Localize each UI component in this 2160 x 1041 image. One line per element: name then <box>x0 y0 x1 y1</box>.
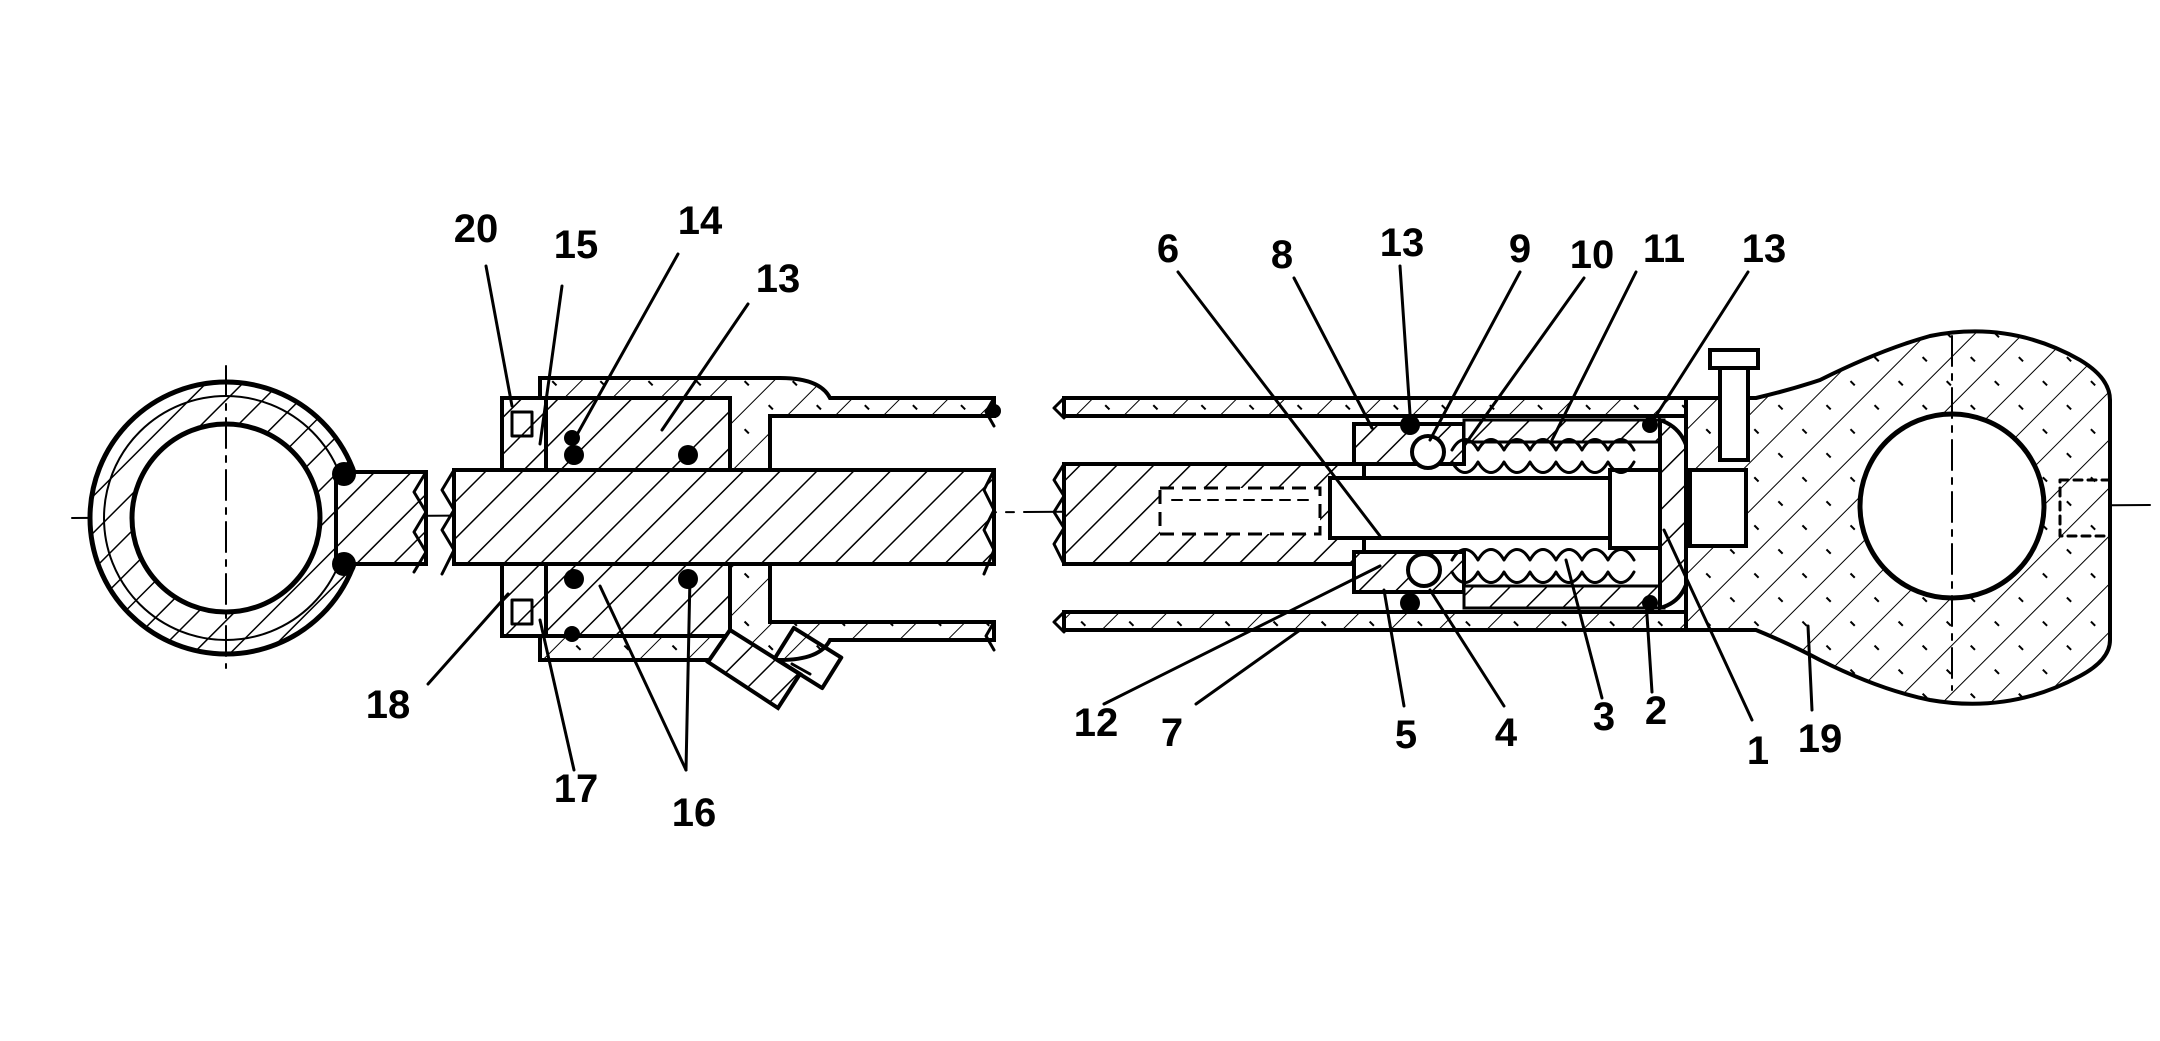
callout-16: 15 <box>554 223 599 267</box>
callout-18: 17 <box>554 767 599 811</box>
right-end-eye <box>1684 329 2112 706</box>
valve-springs <box>1450 438 1636 584</box>
callout-13-upper-left: 13 <box>1380 221 1425 265</box>
callout-6: 6 <box>1157 227 1179 271</box>
left-rod-eye <box>87 365 428 669</box>
callout-2: 2 <box>1645 689 1667 733</box>
grease-nipple <box>705 625 844 711</box>
callout-11: 11 <box>1643 227 1685 271</box>
callout-1: 1 <box>1747 729 1769 773</box>
callout-9: 9 <box>1509 227 1531 271</box>
callout-15: 14 <box>678 199 723 243</box>
callout-12: 12 <box>1074 701 1119 745</box>
piston-body <box>1052 462 1366 566</box>
callout-5: 5 <box>1395 713 1417 757</box>
callout-7: 7 <box>1161 711 1183 755</box>
callout-3: 3 <box>1593 695 1615 739</box>
callout-20: 19 <box>1798 717 1843 761</box>
callout-10: 10 <box>1570 233 1615 277</box>
callout-8: 8 <box>1271 233 1293 277</box>
callout-14: 13 <box>756 257 801 301</box>
piston-rod <box>440 468 996 576</box>
callout-21: 20 <box>454 207 499 251</box>
check-balls <box>1406 434 1446 588</box>
callout-17: 16 <box>672 791 717 835</box>
callout-13-upper-right: 13 <box>1742 227 1787 271</box>
valve-sleeve <box>1352 415 1692 613</box>
leader-lines <box>426 252 1814 772</box>
callout-labels: 20 15 14 13 18 17 16 6 8 13 9 10 11 13 1… <box>366 199 1843 835</box>
callout-4: 4 <box>1495 711 1518 755</box>
callout-19: 18 <box>366 683 411 727</box>
